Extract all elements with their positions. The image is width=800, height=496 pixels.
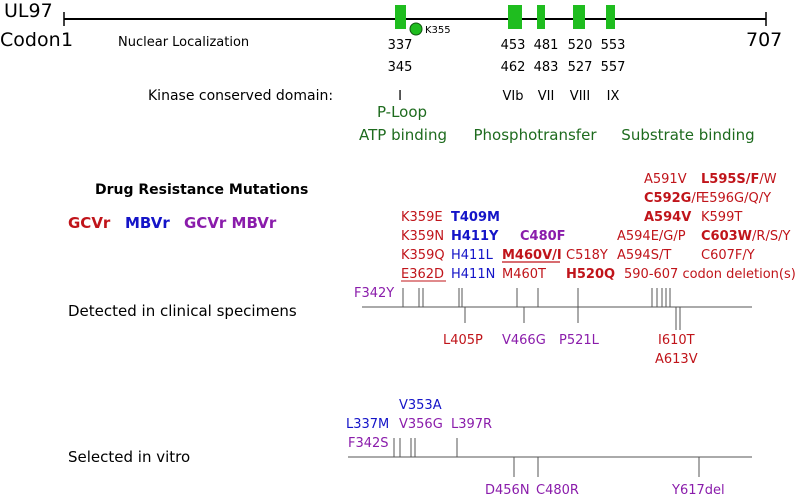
functional-labels: P-Loop ATP binding Phosphotransfer Subst… [359,103,755,144]
mut-h411n: H411N [451,267,495,282]
numeral-IX: IX [607,89,620,104]
codon-top-I: 337 [388,38,413,53]
atp-binding-label: ATP binding [359,126,447,144]
gene-name: UL97 [4,0,53,22]
codon-top-VII: 481 [534,38,559,53]
mut-l397r: L397R [451,417,492,432]
clinical-track: Detected in clinical specimens F342Y K35 [68,172,796,367]
mut-c518y: C518Y [566,248,608,263]
mut-h520q: H520Q [566,267,615,282]
mut-c603-bold: C603W [701,229,752,244]
mut-k359n: K359N [401,229,444,244]
mut-c603: C603W/R/S/Y [701,229,790,244]
k355-label: K355 [425,25,451,36]
gene-map: UL97 Codon 1 707 Nuclear Localization K3… [0,0,782,51]
mut-v353a: V353A [399,398,442,413]
codon-bottom-IX: 557 [601,60,626,75]
mut-f342s: F342S [348,436,389,451]
legend-gcvr: GCVr [68,214,111,232]
clinical-mutations-below: L405P V466G P521L I610T A613V [443,333,698,367]
domain-codons: 337 453 481 520 553 345 462 483 527 557 … [148,38,625,104]
domain-box-I [395,5,406,29]
mut-a613v: A613V [655,352,698,367]
mut-l595: L595S/F/W [701,172,777,187]
mut-c592g-rest: /F [691,191,703,206]
kinase-domain-label: Kinase conserved domain: [148,88,333,104]
clinical-mutations-above: F342Y K359E K359N K359Q E362D T409M H411… [354,172,796,301]
mut-l405p: L405P [443,333,483,348]
mut-d456n: D456N [485,483,530,496]
codon-bottom-VII: 483 [534,60,559,75]
vitro-track: Selected in vitro V353A L337M V356G L397… [68,398,752,496]
mut-c480f: C480F [520,229,566,244]
mut-f342y: F342Y [354,286,394,301]
mut-k359e: K359E [401,210,443,225]
numeral-VIII: VIII [570,89,590,104]
mut-c603-rest: /R/S/Y [752,229,790,244]
mut-deletion: 590-607 codon deletion(s) [624,267,796,282]
mut-c607: C607F/Y [701,248,755,263]
vitro-label: Selected in vitro [68,448,190,466]
domain-box-VII [537,5,545,29]
mut-e596: E596G/Q/Y [701,191,771,206]
phosphotransfer-label: Phosphotransfer [474,126,598,144]
clinical-ticks [402,288,681,330]
mut-e362d: E362D [401,267,444,282]
numeral-I: I [398,89,402,104]
mut-v466g: V466G [502,333,546,348]
end-codon: 707 [746,29,782,51]
start-codon: 1 [61,29,73,51]
codon-top-IX: 553 [601,38,626,53]
k355-dot [409,22,423,36]
mut-a594v: A594V [644,210,691,225]
mut-y617del: Y617del [671,483,725,496]
vitro-mutations: V353A L337M V356G L397R F342S D456N C480… [346,398,725,496]
codon-bottom-I: 345 [388,60,413,75]
legend-mbvr: MBVr [125,214,170,232]
mut-c592g: C592G/F [644,191,703,206]
substrate-binding-label: Substrate binding [621,126,754,144]
mut-h411l: H411L [451,248,494,263]
legend-gcvr-mbvr: GCVr MBVr [184,214,277,232]
numeral-VII: VII [538,89,555,104]
clinical-label: Detected in clinical specimens [68,302,297,320]
mut-h411y: H411Y [451,229,499,244]
mut-c480r: C480R [536,483,579,496]
mut-a594st: A594S/T [617,248,671,263]
mut-a591v: A591V [644,172,687,187]
codon-top-VIII: 520 [568,38,593,53]
mut-l595-bold: L595S/F [701,172,759,187]
mut-k599t: K599T [701,210,742,225]
mut-m460vi: M460V/I [502,248,562,263]
domain-box-VIb [508,5,522,29]
legend: Drug Resistance Mutations GCVr MBVr GCVr… [68,182,308,232]
numeral-VIb: VIb [503,89,524,104]
codon-top-VIb: 453 [501,38,526,53]
legend-title: Drug Resistance Mutations [95,182,308,198]
mut-k359q: K359Q [401,248,445,263]
domain-box-IX [606,5,615,29]
mut-m460t: M460T [502,267,546,282]
nuclear-localization-label: Nuclear Localization [118,35,249,50]
mut-p521l: P521L [559,333,600,348]
domain-box-VIII [573,5,585,29]
vitro-ticks [393,438,700,477]
codon-label: Codon [0,29,61,51]
mut-v356g: V356G [399,417,443,432]
ploop-label: P-Loop [377,103,427,121]
mut-i610t: I610T [658,333,695,348]
codon-bottom-VIII: 527 [568,60,593,75]
mut-l337m: L337M [346,417,389,432]
mut-a594egp: A594E/G/P [617,229,686,244]
mut-t409m: T409M [451,210,500,225]
mut-l595-rest: /W [759,172,776,187]
codon-bottom-VIb: 462 [501,60,526,75]
mut-c592g-bold: C592G [644,191,691,206]
